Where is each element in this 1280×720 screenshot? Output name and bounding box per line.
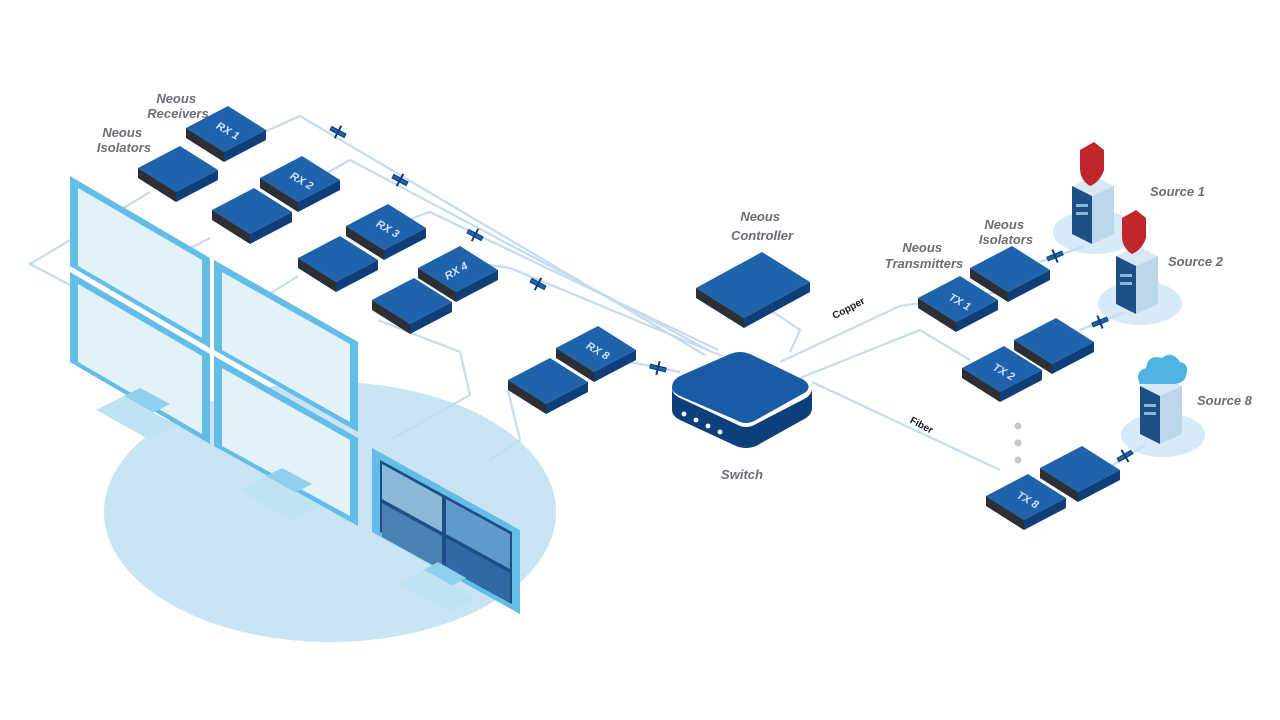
receiver-rx3: RX 3 (346, 204, 426, 260)
monitor-bottom-right (214, 356, 358, 526)
isolator-device (1014, 318, 1094, 374)
receiver-rx8: RX 8 (556, 326, 636, 382)
source-1-server (1072, 142, 1114, 244)
switch-label: Switch (721, 467, 763, 482)
neous-isolators-right-label: Neous Isolators (979, 217, 1033, 247)
neous-isolators-left-label: Neous Isolators (97, 125, 151, 155)
isolator-device (508, 358, 588, 414)
neous-controller-label: Neous Controller (731, 209, 794, 243)
copper-label: Copper (831, 296, 867, 322)
isolator-device (970, 246, 1050, 302)
receiver-rx2: RX 2 (260, 156, 340, 212)
source-8-server (1138, 354, 1188, 444)
neous-receivers-label: Neous Receivers (147, 91, 208, 121)
transmitters: TX 1 TX 2 TX 8 (918, 276, 1066, 530)
more-transmitters-ellipsis (1014, 422, 1022, 464)
monitor-bottom-left (70, 272, 210, 444)
isolator-device (212, 188, 292, 244)
neous-transmitters-label: Neous Transmitters (885, 240, 964, 271)
transmitter-tx2: TX 2 (962, 346, 1042, 402)
transmitter-tx1: TX 1 (918, 276, 998, 332)
shield-icon (1080, 142, 1104, 186)
monitor-stand-left (96, 388, 178, 440)
monitor-top-right (214, 260, 358, 432)
transmitter-tx8: TX 8 (986, 474, 1066, 530)
monitor-stand-right (238, 468, 320, 520)
receiver-rx4: RX 4 (418, 246, 498, 302)
video-wall (70, 176, 520, 614)
receiver-rx1: RX 1 (186, 106, 266, 162)
source-2-label: Source 2 (1168, 254, 1224, 269)
cable-connectors (329, 125, 1134, 463)
isolator-device (138, 146, 218, 202)
source-2-server (1116, 210, 1158, 314)
source-8-label: Source 8 (1197, 393, 1253, 408)
cloud-icon (1138, 354, 1188, 384)
isolator-device (1040, 446, 1120, 502)
shield-icon (1122, 210, 1146, 254)
isolator-device (298, 236, 378, 292)
receivers: RX 1 RX 2 RX 3 RX 4 RX 8 (186, 106, 636, 382)
right-isolators (970, 246, 1120, 502)
source-1-label: Source 1 (1150, 184, 1205, 199)
isolator-device (372, 278, 452, 334)
neous-controller-device (696, 252, 810, 328)
quad-view-monitor (372, 448, 520, 614)
monitor-top-left (70, 176, 210, 348)
switch-device (672, 352, 812, 448)
left-isolators (138, 146, 588, 414)
